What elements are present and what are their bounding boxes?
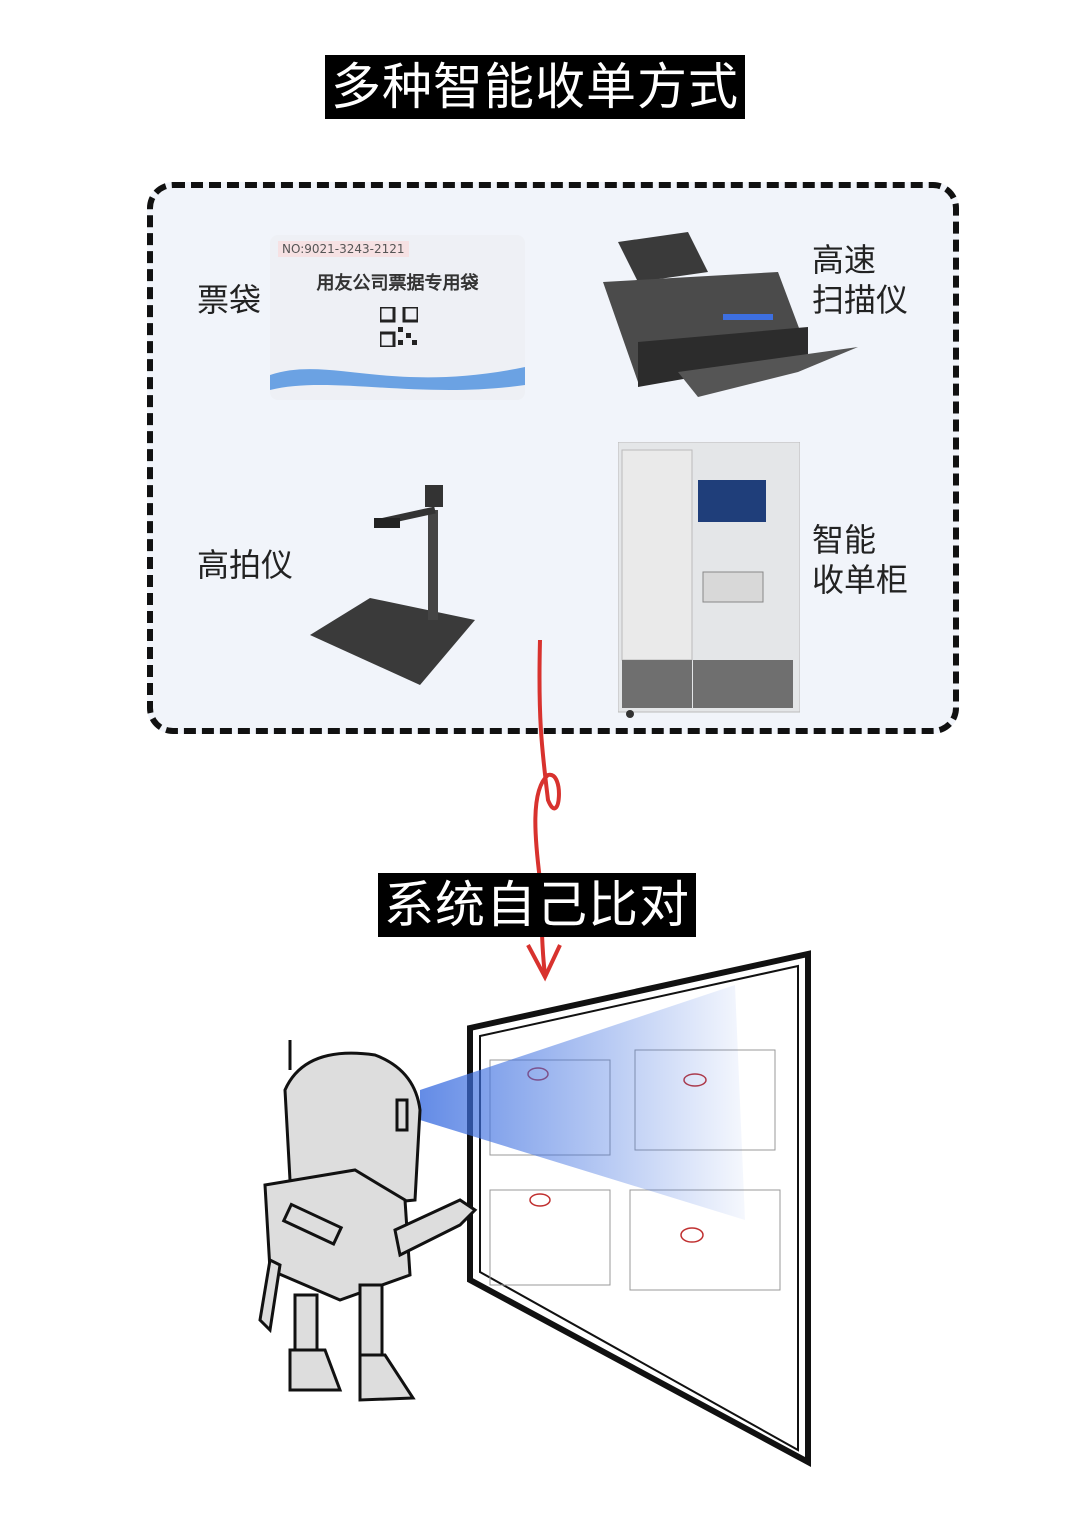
label-cabinet-line1: 智能 — [812, 521, 877, 559]
document-camera-image — [310, 485, 475, 685]
label-scanner-line1: 高速 — [812, 241, 877, 279]
bag-name: 用友公司票据专用袋 — [316, 273, 479, 294]
robot-illustration — [258, 1040, 478, 1402]
scan-beam — [420, 985, 745, 1220]
smart-collection-cabinet-image — [618, 442, 800, 718]
label-ticket-bag: 票袋 — [197, 281, 262, 319]
label-scanner-line2: 扫描仪 — [812, 281, 909, 319]
label-cabinet-line2: 收单柜 — [812, 561, 909, 599]
wave-decoration — [270, 367, 525, 390]
qr-code-icon — [380, 307, 418, 347]
bottom-title: 系统自己比对 — [378, 873, 696, 937]
label-document-camera: 高拍仪 — [197, 546, 294, 584]
high-speed-scanner-image — [603, 232, 858, 397]
bag-number: NO:9021-3243-2121 — [278, 241, 409, 257]
ticket-bag-image: NO:9021-3243-2121 用友公司票据专用袋 — [270, 235, 525, 400]
top-title: 多种智能收单方式 — [325, 55, 745, 119]
